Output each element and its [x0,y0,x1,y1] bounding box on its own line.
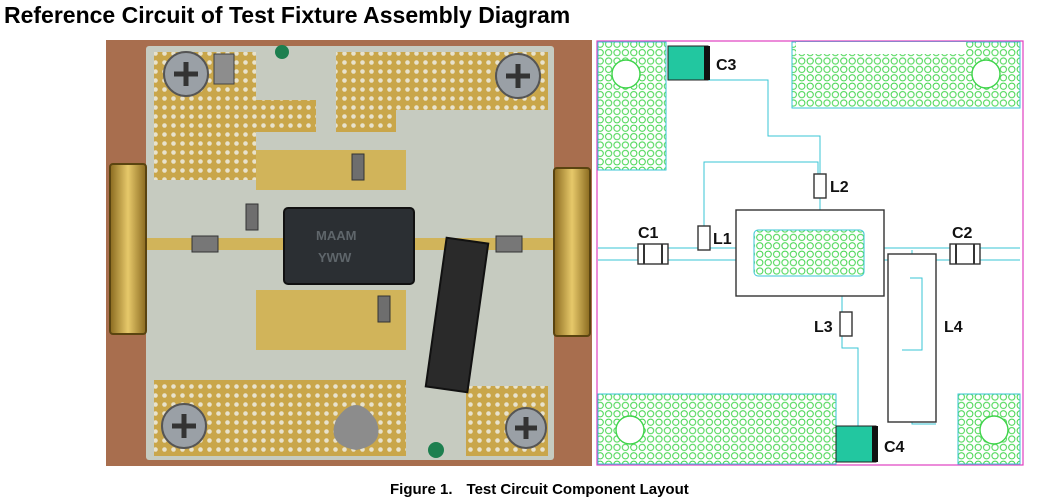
component-layout-diagram: C3 L2 C1 L1 C2 L3 L4 C4 [596,40,1024,466]
smd-component-top [213,53,235,85]
capacitor-c3-terminal [704,46,710,80]
label-l1: L1 [713,231,732,248]
l4-coil-trace [902,277,923,351]
capacitor-c1-terminals [643,244,663,264]
smd-inductor-l1 [245,203,259,231]
solder-blob-bottom [333,405,379,450]
bias-trace-c3 [692,79,821,218]
inductor-l2 [813,173,827,199]
ic-marking-line2: YWW [318,250,352,265]
sma-connector-left [109,163,147,335]
label-c2: C2 [952,225,973,242]
ground-pad-top-left [597,41,667,171]
screw-bottom-left [161,403,207,449]
device-ground-pad [753,229,865,277]
capacitor-c2 [949,243,981,265]
screw-top-left [163,51,209,97]
capacitor-c4-terminal [872,426,878,462]
ground-pad-top-right [791,41,1021,109]
capacitor-c1 [637,243,669,265]
inductor-l1 [697,225,711,251]
capacitor-c4 [835,425,877,463]
screw-top-right [495,53,541,99]
figure-caption: Figure 1. Test Circuit Component Layout [390,481,689,498]
label-l4: L4 [944,319,963,336]
coil-inductor-l4 [424,236,490,394]
bias-trace-l1 [703,161,819,248]
green-wire-top [275,45,289,59]
inductor-l3 [839,311,853,337]
smd-capacitor-c1 [191,235,219,253]
smd-inductor-l2 [351,153,365,181]
figure-caption-title: Test Circuit Component Layout [466,481,689,498]
test-fixture-photo: MAAM YWW [106,40,592,466]
green-wire-bottom [428,442,444,458]
gold-pad-top-right [336,52,548,132]
smd-capacitor-c2 [495,235,523,253]
capacitor-c3 [667,45,709,81]
gold-trace-top [256,150,406,190]
label-c3: C3 [716,57,737,74]
ic-marking-line1: MAAM [316,228,356,243]
page-title: Reference Circuit of Test Fixture Assemb… [4,2,571,28]
capacitor-c2-terminals [955,244,975,264]
label-c4: C4 [884,439,905,456]
ground-pad-bottom-right [957,393,1021,465]
sma-connector-right [553,167,591,337]
label-c1: C1 [638,225,659,242]
smd-inductor-l3 [377,295,391,323]
label-l2: L2 [830,179,849,196]
figure-number: Figure 1. [390,481,453,498]
l4-coil-outline [887,253,937,423]
ic-package [283,207,415,285]
ground-pad-bottom-left [597,393,837,465]
screw-bottom-right [505,407,547,449]
label-l3: L3 [814,319,833,336]
